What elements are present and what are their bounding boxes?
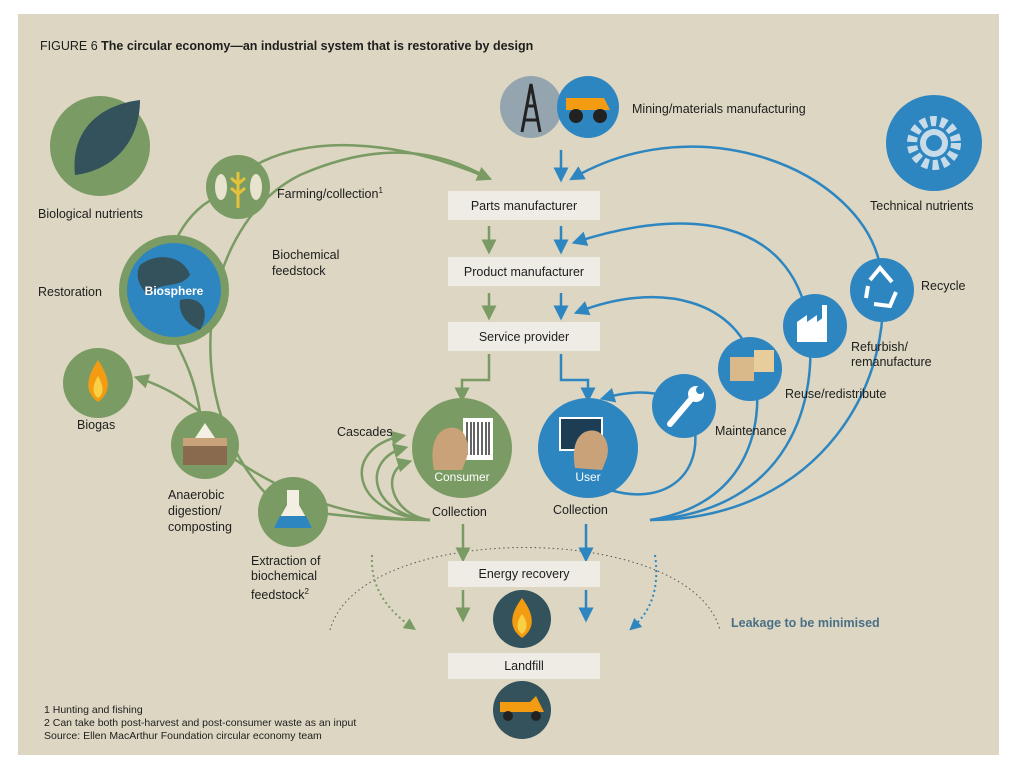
recycle-icon [850, 258, 914, 322]
footnote-2: 2 Can take both post-harvest and post-co… [44, 717, 357, 729]
footnote-1: 1 Hunting and fishing [44, 704, 143, 716]
farming-label: Farming/collection1 [277, 186, 383, 202]
service-provider-box: Service provider [448, 322, 600, 351]
reuse-label: Reuse/redistribute [785, 387, 887, 401]
mining-label: Mining/materials manufacturing [632, 102, 806, 116]
technical-nutrients-gear-icon [886, 95, 982, 191]
user-label: User [575, 470, 601, 484]
flow-service-to-user [559, 354, 596, 403]
flow-anaerobic-to-biogas [133, 374, 201, 413]
recycle-label: Recycle [921, 279, 966, 293]
farming-icon [206, 155, 270, 219]
cascade-3 [360, 430, 431, 522]
refurbish-label: Refurbish/ remanufacture [851, 340, 932, 369]
biosphere-globe-icon [119, 235, 229, 345]
extraction-label: Extraction of biochemical feedstock2 [251, 554, 321, 603]
maintenance-wrench-icon [652, 374, 716, 438]
technical-nutrients-label: Technical nutrients [870, 199, 974, 213]
cascade-2 [375, 443, 431, 522]
biological-nutrients-icon [50, 96, 150, 196]
maintenance-label: Maintenance [715, 424, 787, 438]
figure-title-text: The circular economy—an industrial syste… [101, 39, 534, 53]
refurbish-factory-icon [783, 294, 847, 358]
consumer-icon [412, 398, 512, 498]
extraction-footnote-marker: 2 [304, 587, 309, 596]
tech-collection-label: Collection [553, 503, 608, 517]
flow-biosphere-to-farming [173, 196, 216, 243]
farming-footnote-marker: 1 [378, 186, 383, 195]
figure-number: FIGURE 6 [40, 39, 98, 53]
biological-nutrients-label: Biological nutrients [38, 207, 143, 221]
leakage-arrow-right [629, 554, 658, 631]
biochemical-feedstock-label: Biochemical feedstock [272, 248, 340, 278]
biogas-flame-icon [63, 348, 133, 418]
bio-collection-label: Collection [432, 505, 487, 519]
extraction-flask-icon [258, 477, 328, 547]
leakage-label: Leakage to be minimised [731, 616, 880, 630]
cascades-label: Cascades [337, 425, 393, 439]
biosphere-label: Biosphere [144, 284, 204, 298]
consumer-label: Consumer [434, 470, 490, 484]
anaerobic-label: Anaerobic digestion/ composting [168, 488, 232, 534]
leakage-arrow-left [370, 554, 416, 631]
product-manufacturer-box: Product manufacturer [448, 257, 600, 286]
energy-fire-icon [493, 590, 551, 648]
user-computer-icon [538, 398, 638, 498]
landfill-box: Landfill [448, 653, 600, 679]
parts-manufacturer-box: Parts manufacturer [448, 191, 600, 220]
landfill-truck-icon [493, 681, 551, 739]
flow-anaerobic-to-biosphere [173, 339, 202, 413]
anaerobic-soil-icon [171, 411, 239, 479]
restoration-label: Restoration [38, 285, 102, 299]
biogas-label: Biogas [77, 418, 116, 432]
footnote-source: Source: Ellen MacArthur Foundation circu… [44, 730, 322, 742]
energy-recovery-box: Energy recovery [448, 561, 600, 587]
flow-farming-to-parts [239, 143, 493, 181]
reuse-boxes-icon [718, 337, 782, 401]
flow-service-to-consumer [454, 354, 491, 403]
mining-icon [500, 76, 619, 138]
figure-title: FIGURE 6 The circular economy—an industr… [40, 39, 533, 53]
leakage-arc [329, 547, 721, 631]
